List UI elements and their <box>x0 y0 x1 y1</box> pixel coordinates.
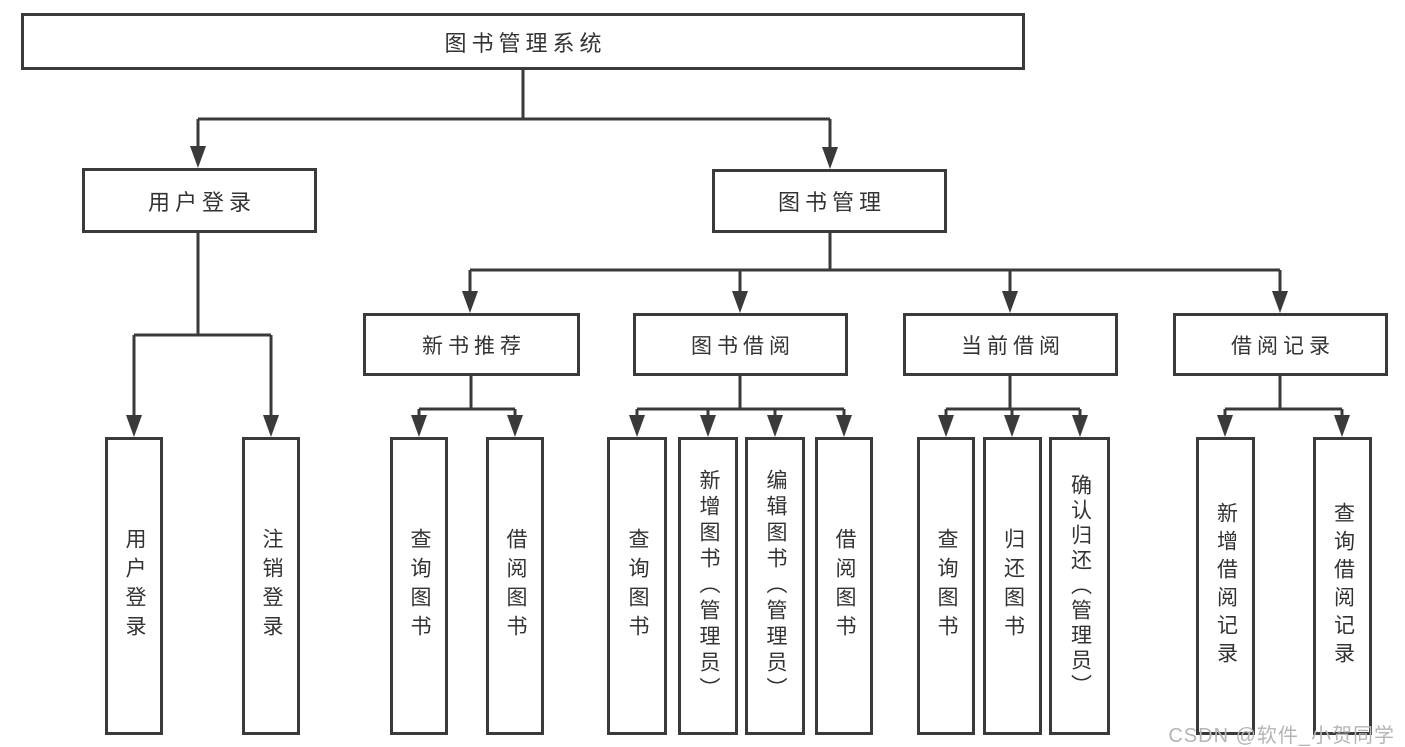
leaf-query-borrow-record: 查询借阅记录 <box>1313 437 1372 735</box>
leaf-user-login: 用户登录 <box>105 437 163 735</box>
leaf-borrow-books-recommend: 借阅图书 <box>486 437 544 735</box>
leaf-query-books-current: 查询图书 <box>917 437 975 735</box>
leaf-query-books-recommend: 查询图书 <box>390 437 448 735</box>
arrowheads <box>126 146 1350 437</box>
leaf-edit-book-admin: 编辑图书（管理员） <box>745 437 805 735</box>
leaf-query-books-borrowing: 查询图书 <box>607 437 667 735</box>
node-user-login: 用户登录 <box>82 168 317 233</box>
node-library-management-system: 图书管理系统 <box>21 13 1025 70</box>
node-book-borrowing: 图书借阅 <box>633 313 848 376</box>
leaf-add-book-admin: 新增图书（管理员） <box>678 437 738 735</box>
node-book-management: 图书管理 <box>712 169 947 233</box>
node-current-borrowing: 当前借阅 <box>903 313 1118 376</box>
node-borrowing-records: 借阅记录 <box>1173 313 1388 376</box>
node-new-book-recommend: 新书推荐 <box>363 313 580 376</box>
leaf-logout: 注销登录 <box>242 437 300 735</box>
leaf-add-borrow-record: 新增借阅记录 <box>1196 437 1255 735</box>
leaf-borrow-books: 借阅图书 <box>815 437 873 735</box>
leaf-confirm-return-admin: 确认归还（管理员） <box>1049 437 1110 735</box>
leaf-return-books: 归还图书 <box>983 437 1042 735</box>
csdn-watermark: CSDN @软件_小贺同学 <box>1168 725 1395 747</box>
